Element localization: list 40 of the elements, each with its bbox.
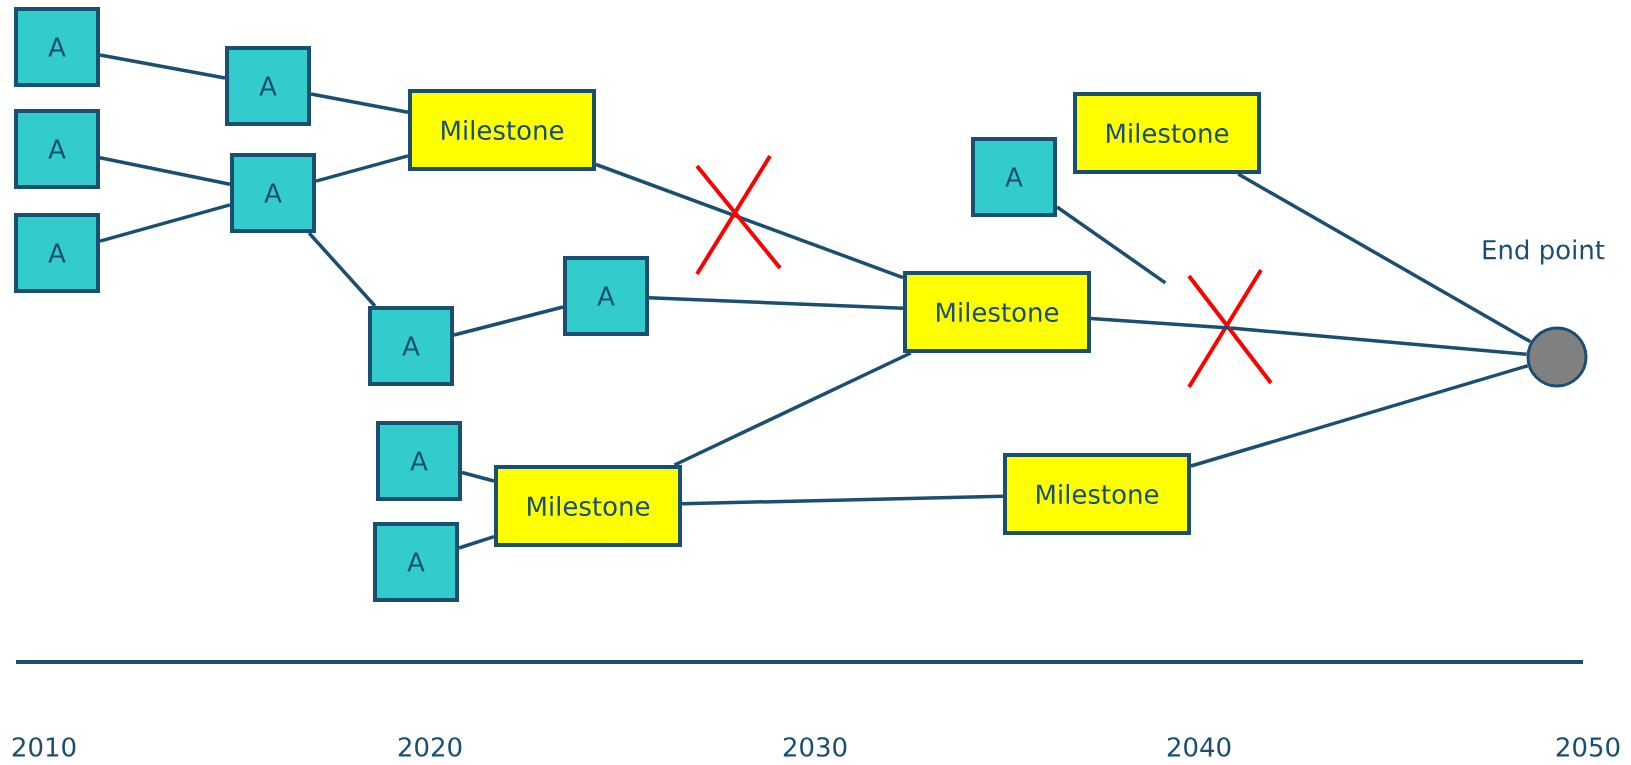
connector-line [648,296,904,310]
year-label: 2020 [398,737,462,757]
activity-box: A [376,421,462,501]
activity-box: A [14,213,100,293]
activity-box: A [563,256,649,336]
end-point-label: End point [1483,239,1605,265]
connector-line [307,231,377,308]
connector-line [1056,205,1167,285]
activity-box: A [971,137,1057,217]
activity-box: A [230,153,316,233]
year-label: 2030 [783,737,847,757]
milestone-box: Milestone [1003,453,1191,535]
connector-line [99,156,231,186]
connector-line [99,203,231,243]
connector-line [1230,326,1527,357]
milestone-box: Milestone [1073,92,1261,174]
connector-line [458,534,495,550]
milestone-box: Milestone [494,465,682,547]
activity-box: A [373,522,459,602]
year-label: 2010 [12,737,76,757]
connector-line [1190,364,1529,468]
activity-box: A [14,7,100,87]
connector-line [99,53,226,80]
connector-line [1237,172,1532,344]
connector-line [681,494,1004,506]
connector-line [310,92,409,115]
activity-box: A [368,306,454,386]
connector-line [461,470,495,483]
year-label: 2050 [1556,737,1620,757]
connector-line [1090,316,1230,330]
connector-line [595,162,904,280]
connector-line [673,351,912,467]
connector-line [315,154,409,183]
year-label: 2040 [1167,737,1231,757]
activity-box: A [14,109,100,189]
connector-line [453,305,564,337]
milestone-box: Milestone [408,89,596,171]
cross-mark [1187,268,1273,389]
milestone-box: Milestone [903,271,1091,353]
activity-box: A [225,46,311,126]
